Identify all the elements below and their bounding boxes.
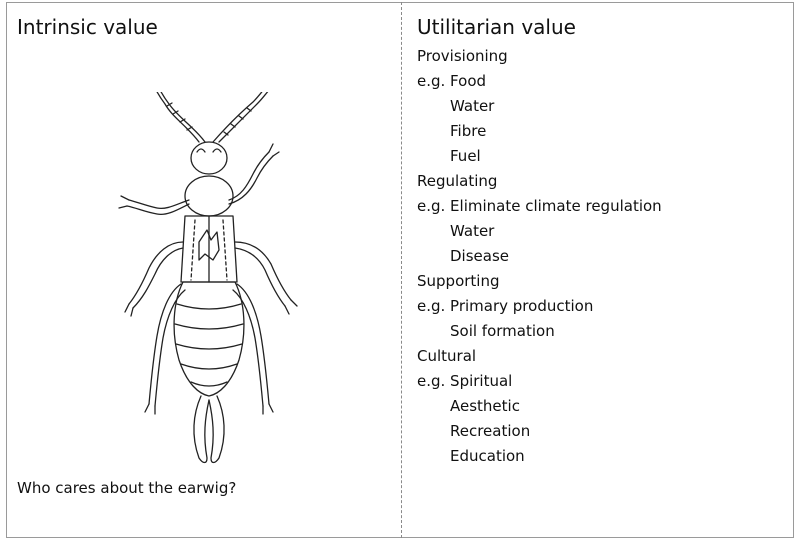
intrinsic-value-column: Intrinsic value [17,14,397,534]
list-item: Provisioning [417,44,787,69]
list-item: Aesthetic [417,394,787,419]
utilitarian-value-heading: Utilitarian value [417,14,787,40]
list-item: Disease [417,244,787,269]
list-item: e.g. Primary production [417,294,787,319]
list-item: Water [417,219,787,244]
intrinsic-value-heading: Intrinsic value [17,14,397,40]
list-item: Water [417,94,787,119]
list-item: e.g. Food [417,69,787,94]
utilitarian-value-column: Utilitarian value Provisioning e.g. Food… [417,14,787,534]
earwig-caption: Who cares about the earwig? [17,478,236,498]
list-item: Supporting [417,269,787,294]
list-item: Regulating [417,169,787,194]
list-item: Recreation [417,419,787,444]
column-divider [401,2,402,538]
list-item: Soil formation [417,319,787,344]
list-item: Cultural [417,344,787,369]
list-item: e.g. Spiritual [417,369,787,394]
list-item: e.g. Eliminate climate regulation [417,194,787,219]
list-item: Education [417,444,787,469]
list-item: Fibre [417,119,787,144]
list-item: Fuel [417,144,787,169]
utilitarian-value-list: Provisioning e.g. Food Water Fibre Fuel … [417,44,787,469]
earwig-illustration [87,92,327,468]
